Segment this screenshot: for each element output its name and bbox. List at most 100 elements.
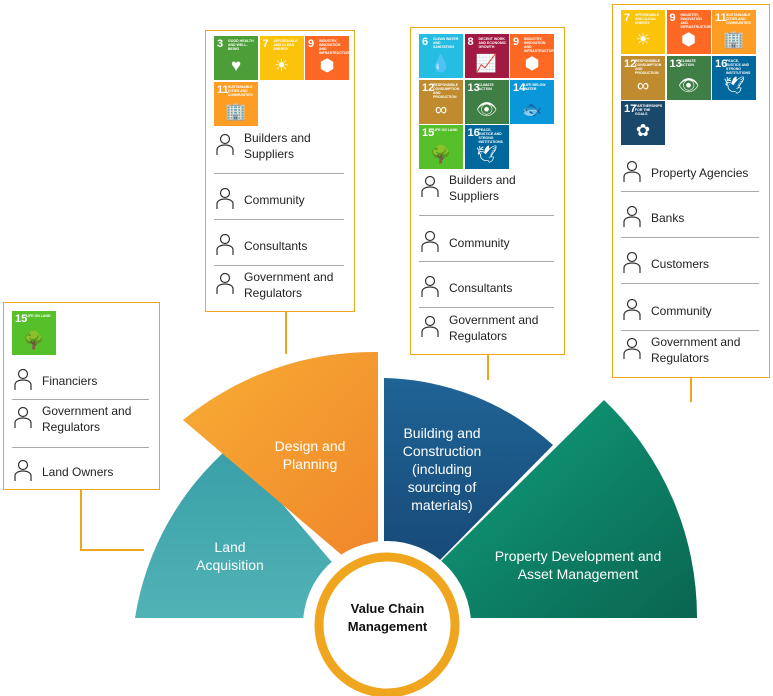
connector [690, 378, 692, 402]
stakeholder-label: Customers [651, 257, 710, 271]
builder-icon [419, 174, 449, 202]
government-person-icon [621, 336, 651, 364]
divider [12, 399, 149, 400]
builder-icon [214, 132, 244, 160]
eye-globe-icon: 👁 [475, 99, 498, 119]
sdg-tiles: 6Clean Water and Sanitation💧8Decent Work… [419, 34, 554, 169]
sdg-number: 14 [513, 81, 526, 94]
sdg-title: Peace, Justice and Strong Institutions [726, 58, 751, 75]
divider [214, 265, 344, 266]
sdg-number: 11 [715, 12, 727, 24]
government-person-icon [12, 405, 42, 433]
sun-icon: ☀ [273, 56, 290, 75]
sdg-11-tile: 11Sustainable Cities and Communities 🏢 [214, 81, 258, 126]
sdg-number: 17 [624, 103, 637, 115]
divider [214, 173, 344, 174]
stakeholder-item: Government and Regulators [621, 334, 759, 366]
stakeholder-item: Customers [621, 250, 759, 278]
fish-icon: 🐟 [521, 99, 543, 119]
sdg-title: Climate Action [478, 82, 494, 91]
sdg-number: 11 [217, 83, 229, 96]
sdg-title: Clean Water and Sanitation [433, 37, 459, 49]
stakeholder-item: Community [419, 229, 554, 257]
sdg-13-tile: 13Climate Action👁 [666, 55, 711, 100]
sdg-title: Industry, Innovation and Infrastructure [319, 39, 349, 55]
sdg-11-tile: 11Sustainable Cities and Communities 🏢 [712, 10, 756, 54]
dove-icon: 🕊 [723, 75, 745, 95]
sdg-number: 12 [422, 81, 435, 94]
building-stakeholder-box: 6Clean Water and Sanitation💧8Decent Work… [410, 27, 565, 355]
tree-icon: 🌳 [23, 331, 45, 350]
stakeholder-item: Government and Regulators [12, 403, 149, 435]
stage-label-building: Building and Construction (including sou… [402, 425, 482, 513]
sdg-tiles: 15Life on Land🌳 [12, 311, 56, 355]
stakeholder-label: Builders and Suppliers [449, 173, 516, 203]
sdg-title: Sustainable Cities and Communities [726, 13, 751, 25]
sun-icon: ☀ [635, 30, 651, 49]
sdg-title: Decent Work and Economic Growth [478, 37, 507, 49]
consultant-icon [419, 274, 449, 302]
connector [285, 312, 287, 354]
community-icon [621, 297, 651, 325]
sdg-title: Responsible Consumption and Production [635, 58, 662, 75]
stakeholder-label: Government and Regulators [651, 335, 741, 365]
stage-label-land: Land Acquisition [196, 539, 264, 573]
sdg-17-tile: 17Partnerships for the Goals✿ [621, 101, 665, 145]
sdg-number: 15 [15, 313, 28, 325]
divider [621, 283, 759, 284]
water-icon: 💧 [430, 54, 452, 73]
government-person-icon [419, 314, 449, 342]
stakeholder-label: Consultants [244, 239, 308, 253]
stage-design-planning-segment [183, 351, 378, 562]
community-icon [214, 186, 244, 214]
cubes-icon: ⬢ [524, 54, 540, 73]
stakeholder-item: Government and Regulators [214, 269, 344, 301]
rings-icon: ✿ [635, 121, 651, 140]
dove-icon: 🕊 [475, 145, 498, 164]
sdg-title: Sustainable Cities and Communities [228, 84, 253, 97]
sdg-tiles: 7Affordable and Clean Energy☀9Industry, … [621, 10, 756, 145]
sdg-number: 15 [422, 127, 435, 139]
sdg-number: 16 [715, 57, 728, 70]
buildings-icon: 🏢 [723, 30, 745, 49]
stakeholder-label: Government and Regulators [449, 313, 539, 343]
stakeholder-item: Financiers [12, 367, 149, 395]
sdg-title: Industry, Innovation and Infrastructure [680, 13, 711, 29]
stakeholder-label: Builders and Suppliers [244, 131, 311, 161]
tree-icon: 🌳 [430, 145, 452, 164]
stakeholder-label: Financiers [42, 374, 98, 388]
sdg-number: 7 [262, 38, 269, 50]
stakeholder-item: Builders and Suppliers [214, 130, 344, 162]
growth-chart-icon: 📈 [475, 54, 498, 73]
sdg-14-tile: 14Life Below Water 🐟 [510, 79, 554, 124]
divider [621, 191, 759, 192]
customers-icon [621, 250, 651, 278]
connector [80, 549, 144, 551]
divider [419, 261, 554, 262]
sdg-12-tile: 12Responsible Consumption and Production… [419, 79, 463, 124]
stakeholder-label: Consultants [449, 281, 513, 295]
sdg-number: 9 [308, 38, 315, 50]
stakeholder-item: Consultants [419, 274, 554, 302]
divider [419, 215, 554, 216]
sdg-13-tile: 13Climate Action👁 [464, 79, 509, 124]
sdg-title: Responsible Consumption and Production [433, 82, 460, 99]
stakeholder-item: Land Owners [12, 458, 149, 486]
sdg-6-tile: 6Clean Water and Sanitation💧 [419, 34, 463, 78]
infinity-icon: ∞ [434, 99, 448, 119]
buildings-icon: 🏢 [225, 101, 247, 121]
sdg-number: 3 [217, 38, 224, 50]
stakeholder-item: Consultants [214, 232, 344, 260]
stakeholder-item: Community [621, 297, 759, 325]
infinity-icon: ∞ [636, 75, 650, 95]
stakeholder-label: Land Owners [42, 465, 114, 479]
stakeholder-item: Property Agencies [621, 159, 759, 187]
sdg-number: 9 [669, 12, 676, 24]
eye-globe-icon: 👁 [677, 75, 700, 95]
sdg-16-tile: 16Peace, Justice and Strong Institutions… [712, 55, 756, 100]
sdg-title: Life Below Water [524, 82, 546, 91]
connector [487, 355, 489, 380]
property-stakeholder-box: 7Affordable and Clean Energy☀9Industry, … [612, 4, 770, 378]
